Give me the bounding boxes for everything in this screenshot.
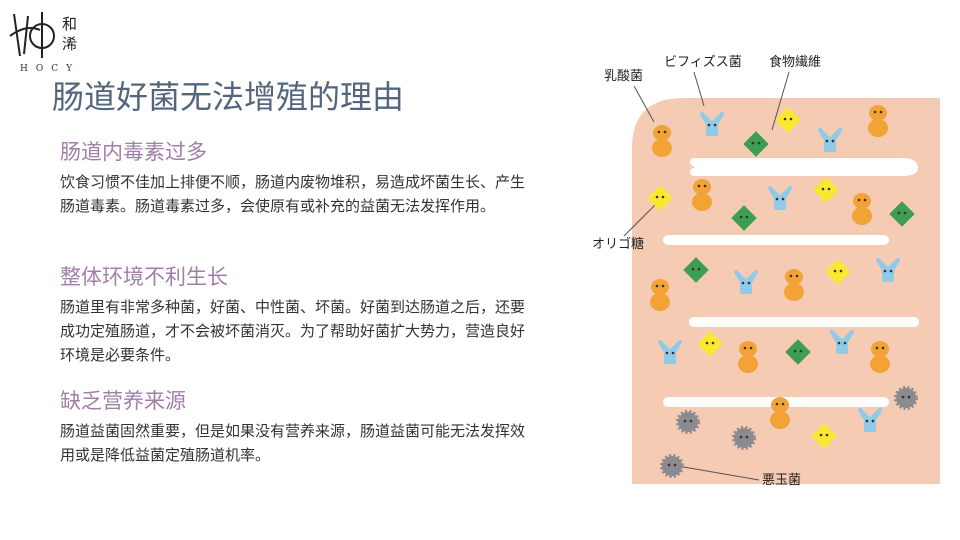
section-toxins: 肠道内毒素过多 饮食习惯不佳加上排便不顺，肠道内废物堆积，易造成坏菌生长、产生肠…: [60, 138, 535, 218]
lactic-bacteria-icon: [771, 397, 789, 413]
label-oligo: オリゴ糖: [592, 236, 644, 252]
section-environment: 整体环境不利生长 肠道里有非常多种菌，好菌、中性菌、坏菌。好菌到达肠道之后，还要…: [60, 263, 535, 367]
tube-gap: [690, 158, 919, 176]
oligo-icon: [697, 331, 723, 357]
fiber-icon: [785, 339, 811, 365]
lactic-bacteria-icon: [785, 269, 803, 285]
oligo-icon: [811, 423, 837, 449]
section-body: 肠道益菌固然重要，但是如果没有营养来源，肠道益菌可能无法发挥效用或是降低益菌定殖…: [60, 422, 526, 464]
bad-bacteria-icon: [660, 454, 684, 478]
bad-bacteria-icon: [732, 426, 756, 450]
label-bifidus: ビフィズス菌: [664, 54, 742, 70]
logo-text: 和 浠: [62, 14, 82, 54]
section-heading: 肠道内毒素过多: [60, 140, 207, 164]
brand-logo: 和 浠 HOCY: [6, 6, 96, 74]
fiber-icon: [743, 131, 769, 157]
lactic-bacteria-icon: [651, 279, 669, 295]
section-body: 饮食习惯不佳加上排便不顺，肠道内废物堆积，易造成坏菌生长、产生肠道毒素。肠道毒素…: [60, 173, 526, 215]
section-heading: 整体环境不利生长: [60, 265, 228, 289]
section-heading: 缺乏营养来源: [60, 389, 186, 413]
lactic-bacteria-icon: [871, 341, 889, 357]
oligo-icon: [825, 259, 851, 285]
intestine-illustration: 乳酸菌 ビフィズス菌 食物繊維 オリゴ糖 悪玉菌: [584, 54, 954, 494]
label-bad: 悪玉菌: [762, 473, 801, 488]
section-body: 肠道里有非常多种菌，好菌、中性菌、坏菌。好菌到达肠道之后，还要成功定殖肠道，才不…: [60, 298, 526, 364]
fiber-icon: [731, 205, 757, 231]
lactic-bacteria-icon: [693, 179, 711, 195]
bad-bacteria-icon: [894, 386, 918, 410]
oligo-icon: [813, 177, 839, 203]
oligo-icon: [647, 185, 673, 211]
fiber-icon: [889, 201, 915, 227]
lactic-bacteria-icon: [869, 105, 887, 121]
bad-bacteria-icon: [676, 410, 700, 434]
section-nutrition: 缺乏营养来源 肠道益菌固然重要，但是如果没有营养来源，肠道益菌可能无法发挥效用或…: [60, 387, 535, 467]
logo-char-1: 和: [62, 15, 78, 33]
lactic-bacteria-icon: [739, 341, 757, 357]
logo-mark-icon: [9, 12, 55, 58]
oligo-icon: [775, 107, 801, 133]
page-title: 肠道好菌无法增殖的理由: [52, 78, 405, 116]
lactic-bacteria-icon: [653, 125, 671, 141]
lactic-bacteria-icon: [853, 193, 871, 209]
label-fiber: 食物繊維: [769, 54, 821, 70]
fiber-icon: [683, 257, 709, 283]
logo-char-2: 浠: [62, 35, 78, 53]
microbes-group: [647, 105, 918, 478]
logo-subtitle: HOCY: [20, 64, 81, 74]
label-lactic: 乳酸菌: [604, 69, 643, 84]
